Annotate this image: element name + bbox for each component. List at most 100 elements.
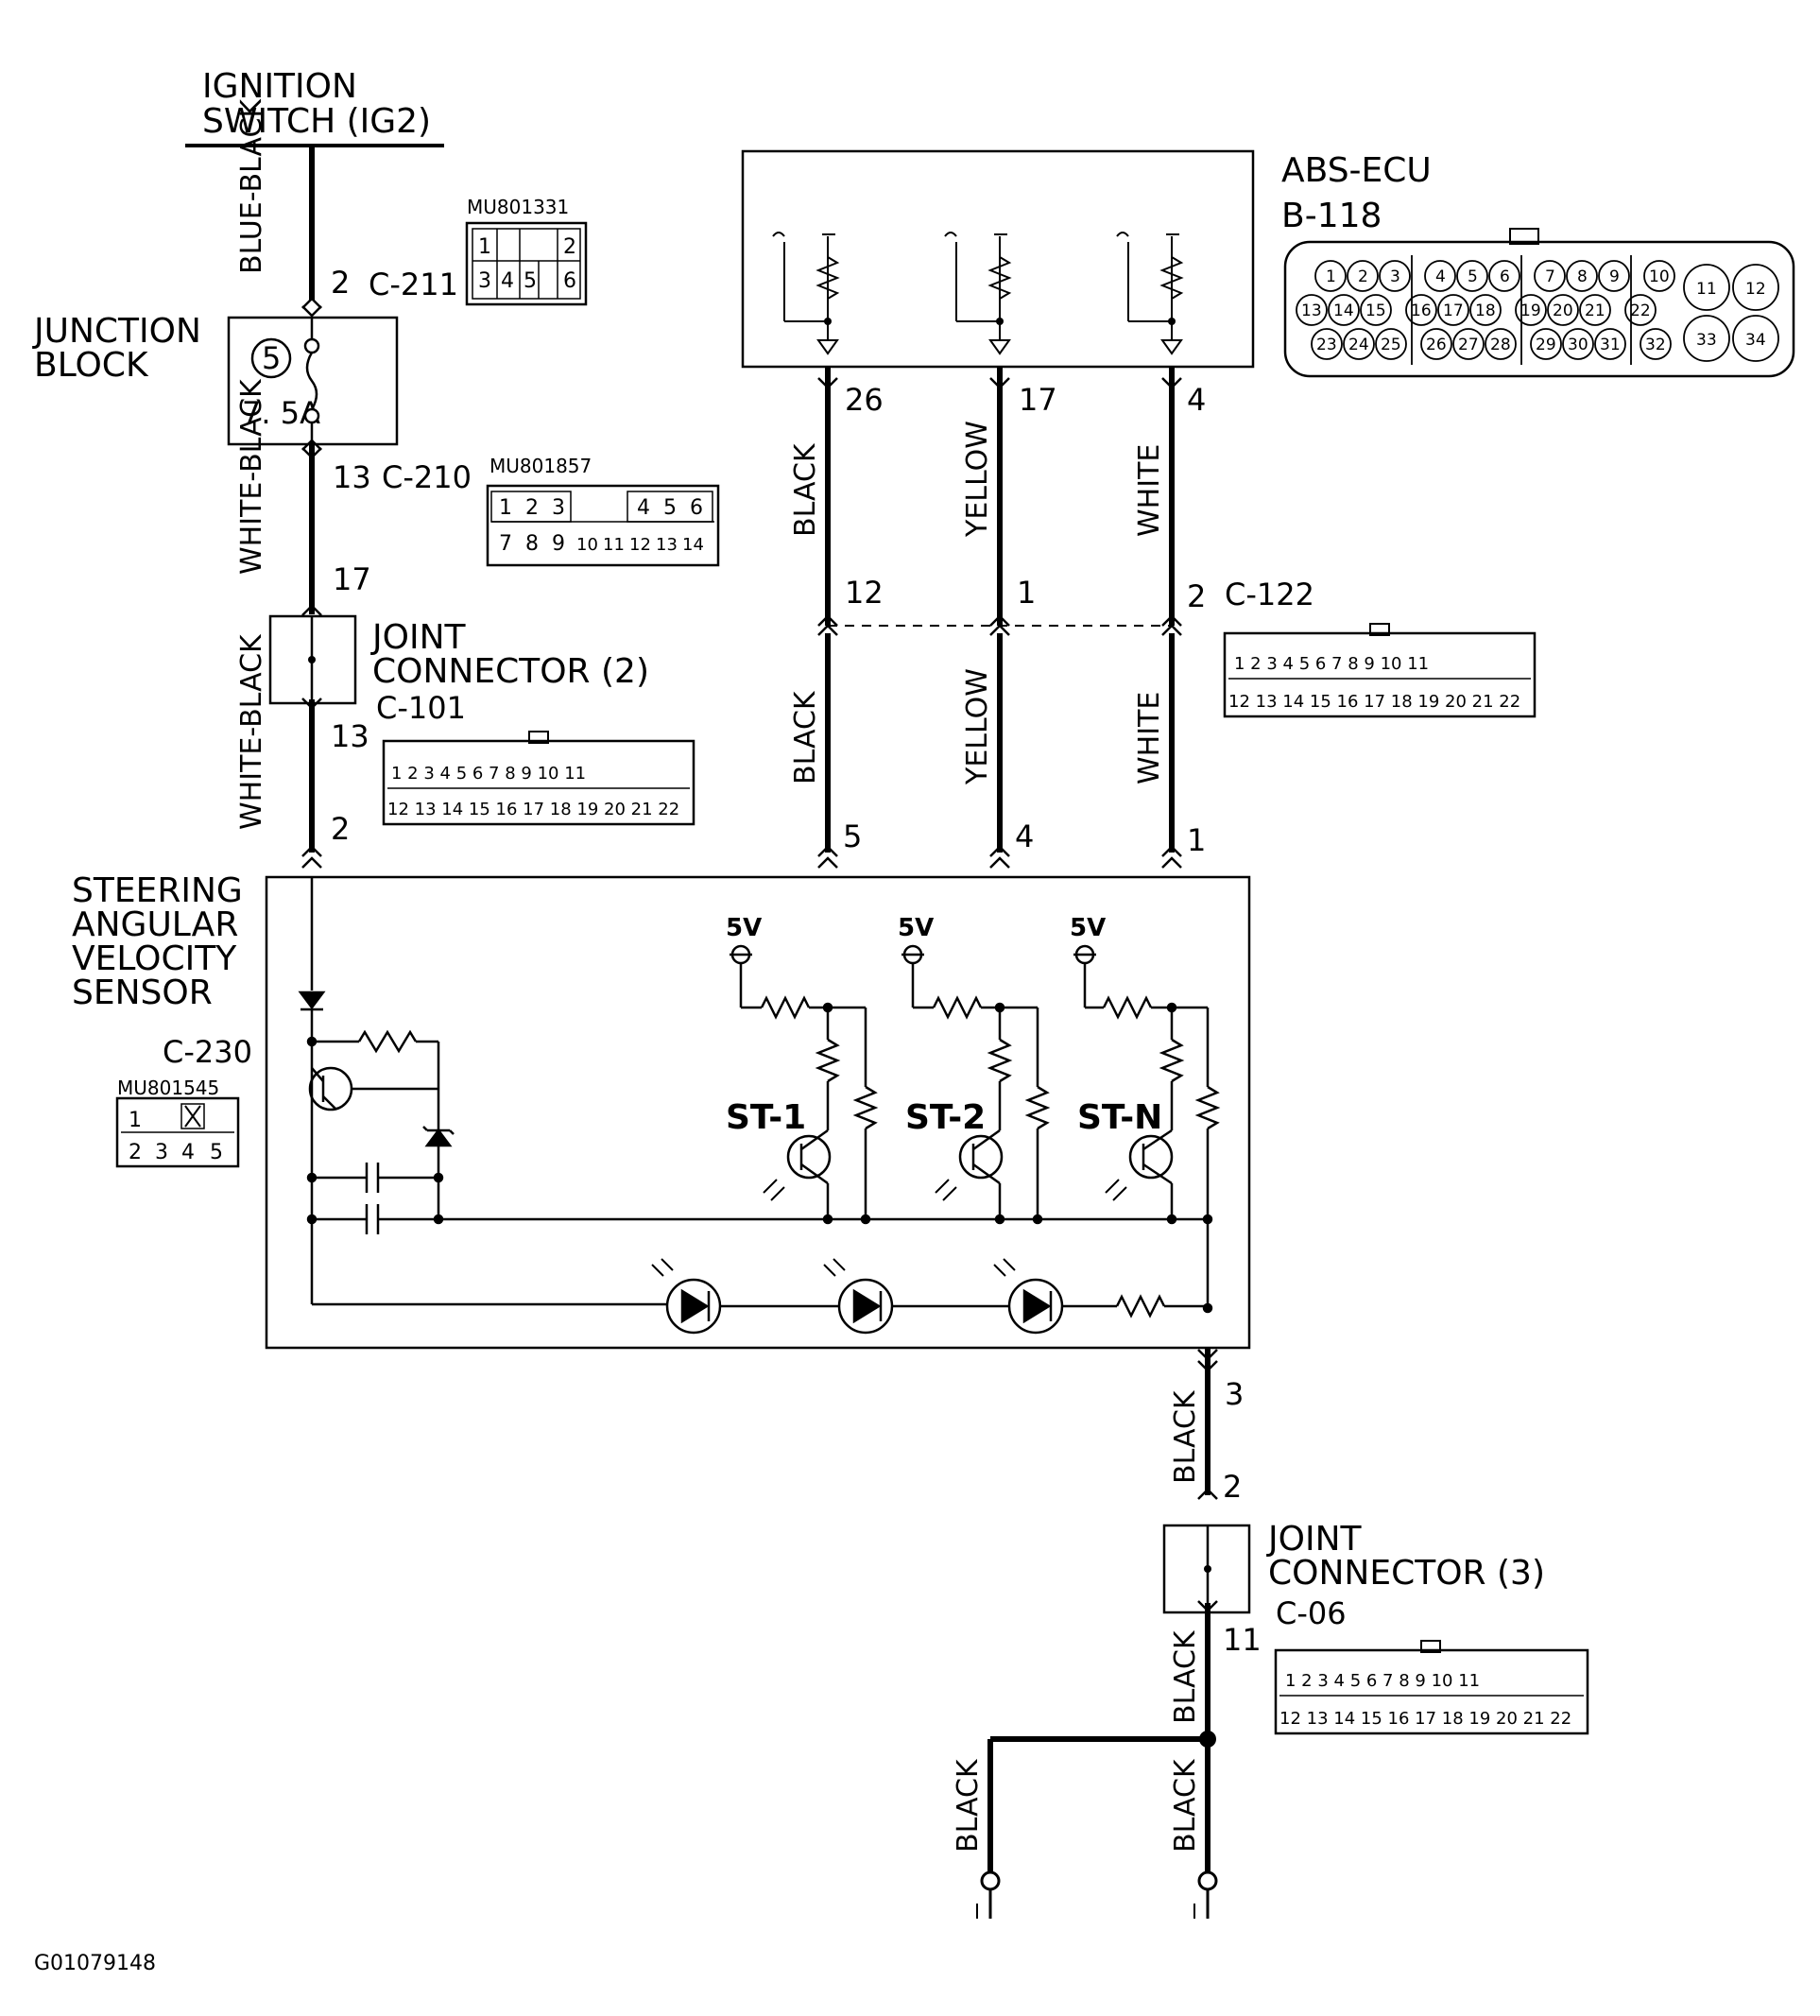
pin-1-sensor: 1 bbox=[1187, 822, 1206, 858]
abs-ecu-box bbox=[741, 149, 1255, 369]
sensor-label-2: ANGULAR bbox=[72, 905, 238, 944]
svg-text:6: 6 bbox=[690, 496, 703, 520]
svg-text:3: 3 bbox=[155, 1141, 168, 1164]
svg-text:7: 7 bbox=[499, 532, 512, 556]
joint3-code: C-06 bbox=[1276, 1595, 1347, 1631]
svg-text:18: 18 bbox=[1475, 302, 1496, 320]
joint3-label-1: JOINT bbox=[1266, 1520, 1363, 1559]
pin-12: 12 bbox=[845, 575, 884, 611]
svg-text:4: 4 bbox=[637, 496, 650, 520]
ground-wire bbox=[975, 1348, 1219, 1921]
sensor-label-4: SENSOR bbox=[72, 974, 213, 1012]
svg-text:9: 9 bbox=[1609, 267, 1620, 286]
svg-text:4: 4 bbox=[501, 269, 514, 293]
pin-5: 5 bbox=[843, 818, 862, 854]
sensor-led-string bbox=[312, 1258, 1213, 1335]
sensor-5v-2: 5V bbox=[898, 914, 934, 942]
connector-face-c101: 1 2 3 4 5 6 7 8 9 10 11 12 13 14 15 16 1… bbox=[382, 731, 695, 826]
svg-text:33: 33 bbox=[1696, 331, 1717, 350]
wire-label-black-ecu-2: BLACK bbox=[789, 690, 822, 784]
wire-label-white-2: WHITE bbox=[1133, 692, 1166, 784]
svg-text:12: 12 bbox=[1745, 280, 1766, 299]
svg-text:3: 3 bbox=[1390, 267, 1400, 286]
wire-label-black-gnd-4: BLACK bbox=[1169, 1758, 1202, 1852]
label-stn: ST-N bbox=[1077, 1098, 1162, 1137]
svg-text:20: 20 bbox=[1553, 302, 1573, 320]
sensor-label-3: VELOCITY bbox=[72, 939, 237, 978]
svg-text:27: 27 bbox=[1458, 336, 1479, 354]
svg-text:1 2 3 4 5 6 7 8 9 10 11: 1 2 3 4 5 6 7 8 9 10 11 bbox=[391, 764, 586, 784]
label-st1: ST-1 bbox=[726, 1098, 806, 1137]
joint-connector-2 bbox=[268, 614, 357, 705]
ecu-name: ABS-ECU bbox=[1281, 151, 1432, 190]
svg-text:2: 2 bbox=[1358, 267, 1368, 286]
sensor-code: C-230 bbox=[163, 1034, 252, 1070]
wire-label-black-gnd-3: BLACK bbox=[952, 1758, 985, 1852]
junction-label-1: JUNCTION bbox=[32, 312, 201, 351]
pin-2-sensor: 2 bbox=[331, 811, 350, 847]
svg-text:1: 1 bbox=[499, 496, 512, 520]
pin-4: 4 bbox=[1015, 818, 1034, 854]
mu801331-label: MU801331 bbox=[467, 196, 569, 218]
mu801857-label: MU801857 bbox=[489, 455, 592, 477]
pin-13-c101: 13 bbox=[331, 718, 369, 754]
svg-text:23: 23 bbox=[1316, 336, 1337, 354]
svg-text:2: 2 bbox=[525, 496, 539, 520]
svg-text:4: 4 bbox=[181, 1141, 195, 1164]
sensor-channel-st1 bbox=[730, 944, 879, 1225]
svg-text:10: 10 bbox=[1649, 267, 1670, 286]
junction-label-2: BLOCK bbox=[34, 346, 149, 385]
pin-11: 11 bbox=[1223, 1622, 1262, 1658]
svg-text:12 13 14 15 16 17 18 19 20 21: 12 13 14 15 16 17 18 19 20 21 22 bbox=[1228, 692, 1520, 712]
pin-2-c122: 2 bbox=[1187, 578, 1206, 614]
sensor-part: MU801545 bbox=[117, 1077, 219, 1099]
svg-text:8: 8 bbox=[525, 532, 539, 556]
svg-text:17: 17 bbox=[1443, 302, 1464, 320]
sensor-regulator bbox=[298, 877, 1208, 1304]
joint-connector-3 bbox=[1162, 1524, 1251, 1614]
sensor-channel-st2 bbox=[901, 944, 1051, 1225]
svg-text:10: 10 bbox=[576, 535, 598, 555]
svg-text:30: 30 bbox=[1568, 336, 1588, 354]
svg-text:21: 21 bbox=[1585, 302, 1605, 320]
svg-text:25: 25 bbox=[1381, 336, 1401, 354]
sensor-5v-1: 5V bbox=[726, 914, 762, 942]
svg-text:2: 2 bbox=[563, 235, 576, 259]
ecu-input-3 bbox=[1116, 232, 1184, 355]
joint2-label-2: CONNECTOR (2) bbox=[372, 652, 649, 691]
figure-id: G01079148 bbox=[34, 1952, 156, 1975]
svg-text:1: 1 bbox=[129, 1109, 142, 1132]
svg-text:12 13 14 15 16 17 18 19 20 21: 12 13 14 15 16 17 18 19 20 21 22 bbox=[387, 800, 679, 819]
sensor-box bbox=[265, 875, 1251, 1350]
svg-text:7: 7 bbox=[1545, 267, 1555, 286]
pin-3: 3 bbox=[1225, 1376, 1244, 1412]
sensor-label-1: STEERING bbox=[72, 871, 243, 910]
wire-label-black-ecu-1: BLACK bbox=[789, 442, 822, 537]
svg-text:28: 28 bbox=[1490, 336, 1511, 354]
label-c211: C-211 bbox=[369, 267, 458, 302]
label-c210: C-210 bbox=[382, 459, 472, 495]
svg-text:5: 5 bbox=[524, 269, 537, 293]
svg-text:9: 9 bbox=[552, 532, 565, 556]
ecu-code: B-118 bbox=[1281, 197, 1382, 235]
svg-text:24: 24 bbox=[1348, 336, 1369, 354]
svg-text:1: 1 bbox=[478, 235, 491, 259]
ignition-label-2: SWITCH (IG2) bbox=[202, 102, 431, 141]
label-c122: C-122 bbox=[1225, 577, 1314, 612]
pin-2-c211: 2 bbox=[331, 265, 350, 301]
svg-text:5: 5 bbox=[663, 496, 677, 520]
pin-26: 26 bbox=[845, 382, 884, 418]
signal-wires bbox=[816, 367, 1183, 870]
pin-1: 1 bbox=[1017, 575, 1036, 611]
connector-face-c06: 1 2 3 4 5 6 7 8 9 10 11 12 13 14 15 16 1… bbox=[1274, 1640, 1589, 1735]
wire-label-blue-black: BLUE-BLACK bbox=[235, 98, 268, 274]
svg-text:29: 29 bbox=[1536, 336, 1556, 354]
svg-text:1: 1 bbox=[1326, 267, 1336, 286]
sensor-channel-stn bbox=[1073, 944, 1221, 1308]
svg-text:14: 14 bbox=[1333, 302, 1354, 320]
svg-text:14: 14 bbox=[682, 535, 704, 555]
svg-text:19: 19 bbox=[1520, 302, 1541, 320]
svg-text:31: 31 bbox=[1600, 336, 1621, 354]
